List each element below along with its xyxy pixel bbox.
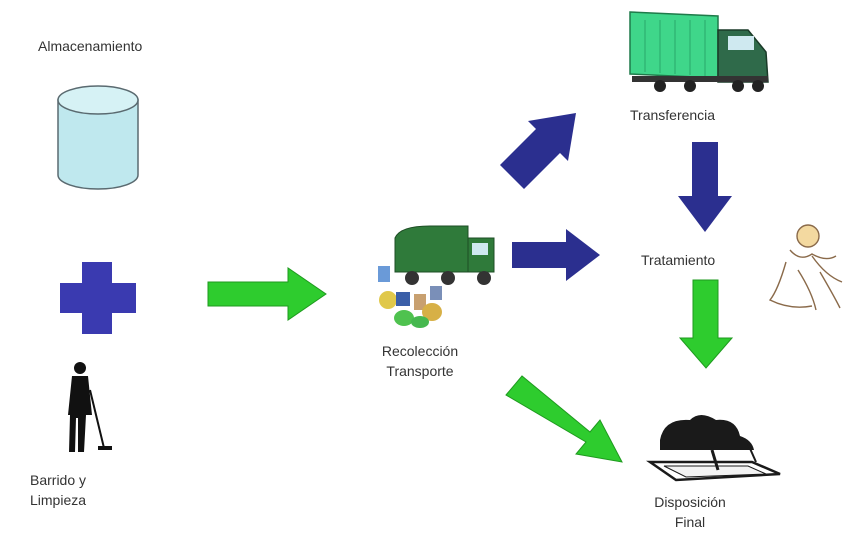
label-recoleccion-line2: Transporte (386, 363, 454, 380)
label-barrido-line1: Barrido y (30, 472, 87, 488)
arrow-recoleccion-to-tratamiento (512, 229, 600, 281)
arrow-tratamiento-to-disposicion (678, 279, 734, 369)
label-recoleccion-line1: Recolección (381, 343, 459, 359)
label-disposicion-line2: Final (674, 514, 706, 531)
garbage-truck-icon (378, 225, 495, 328)
plus-cross-icon (60, 262, 136, 334)
label-transferencia: Transferencia (630, 107, 716, 123)
label-recoleccion-transporte: Recolección Transporte (365, 341, 475, 382)
arrow-transferencia-to-tratamiento (678, 142, 732, 232)
cylinder-icon (57, 85, 139, 190)
label-barrido-limpieza: Barrido y Limpieza (30, 470, 86, 511)
arrow-barrido-to-recoleccion (207, 267, 327, 321)
arrow-recoleccion-to-disposicion (505, 375, 623, 463)
worker-icon (768, 224, 843, 311)
sweeper-person-icon (68, 362, 112, 452)
landfill-icon (645, 415, 781, 482)
label-barrido-line2: Limpieza (30, 492, 87, 509)
label-disposicion-line1: Disposición (654, 494, 726, 510)
label-disposicion-final: Disposición Final (640, 492, 740, 533)
label-almacenamiento: Almacenamiento (38, 38, 143, 54)
transfer-truck-icon (629, 11, 769, 92)
arrow-recoleccion-to-transferencia (500, 113, 576, 189)
label-tratamiento: Tratamiento (641, 252, 716, 268)
